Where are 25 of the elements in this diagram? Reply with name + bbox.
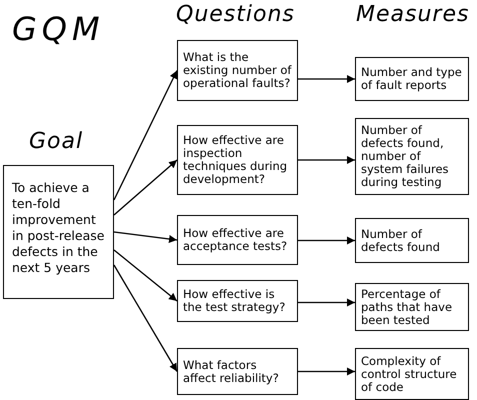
arrow	[114, 231, 178, 243]
column-heading: Questions	[176, 2, 295, 27]
goal-box: To achieve a ten-fold improvement in post-release defects in the next 5 years	[3, 165, 114, 299]
arrow	[114, 250, 178, 302]
measure-box: Number and type of fault reports	[355, 57, 469, 101]
arrow	[298, 368, 355, 376]
question-box: What is the existing number of operational faults?	[177, 40, 298, 101]
arrow	[298, 75, 355, 83]
diagram-title: GQM	[12, 10, 105, 48]
measure-box: Complexity of control structure of code	[355, 348, 469, 400]
arrow	[298, 156, 355, 164]
arrow	[298, 298, 355, 306]
measure-box: Percentage of paths that have been tested	[355, 283, 469, 331]
arrow	[113, 264, 178, 372]
column-heading: Measures	[356, 2, 470, 27]
measure-box: Number of defects found	[355, 218, 469, 263]
arrow	[298, 236, 355, 244]
question-box: How effective are acceptance tests?	[177, 215, 298, 265]
question-box: What factors affect reliability?	[177, 348, 298, 395]
arrow	[114, 160, 178, 216]
question-box: How effective is the test strategy?	[177, 280, 298, 322]
measure-box: Number of defects found, number of system failures during testing	[355, 118, 469, 195]
arrow	[113, 70, 178, 200]
goal-heading: Goal	[29, 129, 84, 154]
question-box: How effective are inspection techniques during development?	[177, 125, 298, 195]
